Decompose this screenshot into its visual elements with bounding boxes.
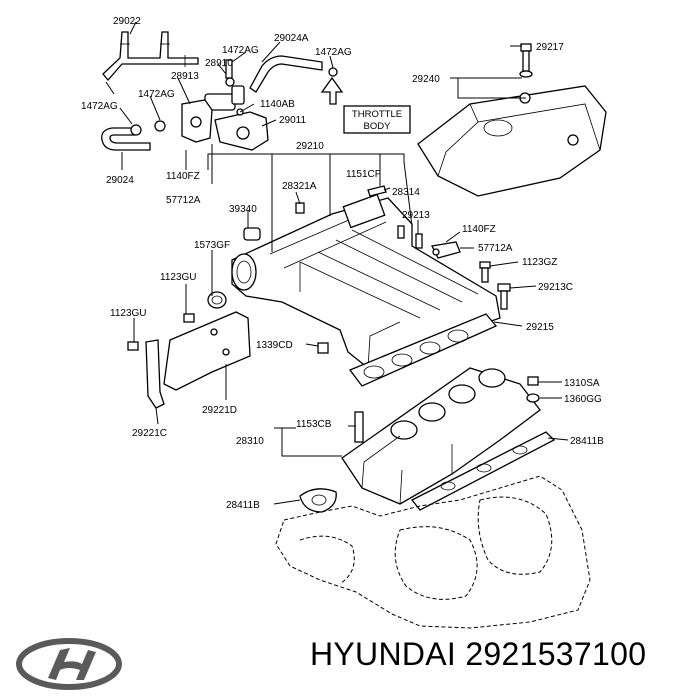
sensor-28321A	[295, 202, 305, 214]
bolt-29213C	[497, 283, 511, 310]
label-57712A-a: 57712A	[166, 195, 201, 206]
label-1140FZ-b: 1140FZ	[462, 224, 496, 235]
throttle-text-1: THROTTLE	[352, 109, 402, 120]
label-1140FZ-a: 1140FZ	[166, 171, 200, 182]
label-29024: 29024	[106, 175, 134, 186]
label-1360GG: 1360GG	[564, 394, 602, 405]
label-29215: 29215	[526, 322, 554, 333]
part-number: 2921537100	[465, 636, 647, 672]
part-title: HYUNDAI 2921537100	[310, 636, 695, 686]
label-28411B-b: 28411B	[226, 500, 260, 511]
label-29022: 29022	[113, 16, 141, 27]
label-29024A: 29024A	[274, 33, 309, 44]
bolt-29213	[397, 225, 423, 249]
gasket-28411B-left	[299, 488, 337, 513]
lower-manifold-28310	[341, 367, 541, 505]
arrow-icon	[320, 76, 344, 105]
label-1123GU-a: 1123GU	[160, 272, 197, 283]
nut-1339CD	[317, 342, 329, 354]
label-1153CB: 1153CB	[296, 419, 332, 430]
brand-name: HYUNDAI	[310, 636, 457, 672]
label-28411B-a: 28411B	[570, 436, 604, 447]
gasket-29215	[348, 313, 498, 387]
label-1472AG-a: 1472AG	[222, 45, 259, 56]
label-29240: 29240	[412, 74, 440, 85]
label-1472AG-d: 1472AG	[81, 101, 118, 112]
label-29210: 29210	[296, 141, 324, 152]
label-1123GU-b: 1123GU	[110, 308, 147, 319]
hose-29022	[102, 31, 199, 82]
label-1310SA: 1310SA	[564, 378, 600, 389]
throttle-body-box	[343, 105, 411, 134]
throttle-text-2: BODY	[364, 121, 392, 132]
clip-57712A	[431, 241, 461, 259]
label-1472AG-b: 1472AG	[315, 47, 352, 58]
label-28910: 28910	[205, 58, 233, 69]
hyundai-logo-icon	[16, 638, 122, 690]
label-29221C: 29221C	[132, 428, 167, 439]
label-1123GZ: 1123GZ	[522, 257, 557, 268]
bracket-28913	[181, 99, 213, 143]
label-1472AG-c: 1472AG	[138, 89, 175, 100]
label-28913: 28913	[171, 71, 199, 82]
label-29011: 29011	[279, 115, 307, 126]
bracket-29221C	[145, 339, 165, 409]
label-29213C: 29213C	[538, 282, 573, 293]
engine-block	[275, 475, 591, 629]
intake-manifold-29210	[231, 193, 501, 369]
bolt-29217	[519, 43, 533, 78]
label-1140AB: 1140AB	[260, 99, 295, 110]
engine-cover-29240	[417, 85, 607, 197]
bolt-1123GZ	[479, 261, 491, 283]
label-28314: 28314	[392, 187, 420, 198]
label-29217: 29217	[536, 42, 564, 53]
bolt-1123GU-a	[183, 313, 195, 323]
ring-1573GF	[207, 291, 227, 309]
label-1151CF: 1151CF	[346, 169, 381, 180]
part-labels: 29022 29024A 1472AG 1472AG 28910 28913 1…	[81, 16, 604, 511]
hose-29024	[101, 120, 166, 151]
label-57712A-b: 57712A	[478, 243, 513, 254]
bracket-29011	[214, 108, 269, 151]
valve-28910	[204, 59, 245, 111]
bracket-29221D	[163, 311, 251, 391]
label-29213: 29213	[402, 210, 430, 221]
label-29221D: 29221D	[202, 405, 237, 416]
bolt-1123GU-b	[127, 341, 139, 351]
label-28321A: 28321A	[282, 181, 317, 192]
label-1339CD: 1339CD	[256, 340, 293, 351]
gasket-39340	[243, 227, 261, 241]
leader-lines	[105, 21, 569, 505]
bolt-1310SA	[526, 376, 540, 403]
label-28310: 28310	[236, 436, 264, 447]
hose-29024A	[249, 55, 338, 93]
label-1573GF: 1573GF	[194, 240, 230, 251]
bolt-28314	[367, 185, 387, 197]
label-39340: 39340	[229, 204, 257, 215]
